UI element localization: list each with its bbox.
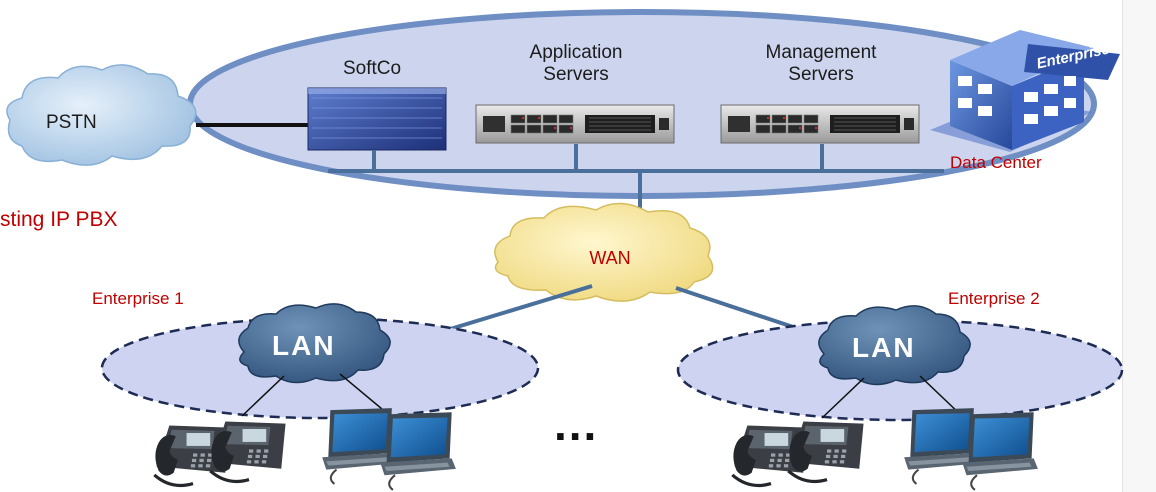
hosting-ip-pbx-label: sting IP PBX: [0, 208, 118, 231]
wan-cloud-icon: [494, 202, 714, 302]
side-panel: [1122, 0, 1156, 492]
data-center-label: Data Center: [950, 153, 1042, 172]
management-servers-label: Management Servers: [765, 42, 877, 85]
enterprise-1-label: Enterprise 1: [92, 289, 184, 308]
pstn-cloud-icon: [6, 64, 197, 166]
lan-cloud-icon: [238, 303, 391, 384]
rack-server-icon: [475, 104, 675, 144]
wan-label: WAN: [589, 248, 631, 268]
softswitch-server-icon: [307, 87, 447, 151]
softco-label: SoftCo: [343, 58, 402, 79]
enterprise-building-icon: [930, 30, 1120, 152]
laptop-icon: [961, 411, 1040, 491]
lan-right-label: LAN: [852, 332, 916, 363]
lan-left-label: LAN: [272, 330, 336, 361]
laptop-icon: [379, 411, 457, 491]
lan-cloud-icon: [818, 305, 971, 386]
application-servers-label: Application Servers: [529, 42, 623, 85]
ellipsis-label: ...: [554, 398, 599, 450]
rack-server-icon: [720, 104, 920, 144]
enterprise-2-label: Enterprise 2: [948, 289, 1040, 308]
pstn-label: PSTN: [46, 112, 97, 133]
